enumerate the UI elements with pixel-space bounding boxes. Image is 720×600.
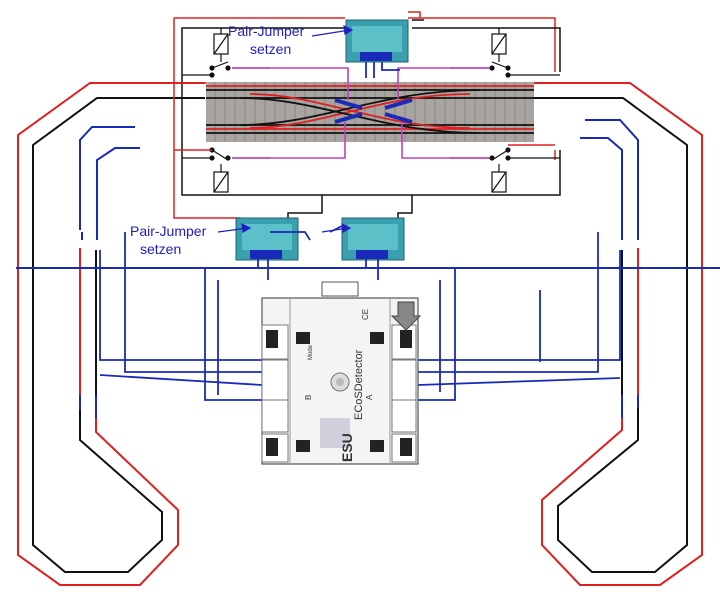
turnout-drive-icon (491, 28, 507, 62)
ecos-detector (261, 281, 422, 465)
down-arrow-icon (390, 301, 422, 331)
turnout-drives (213, 28, 507, 193)
left-loop-black-rail (32, 97, 205, 573)
pcb-blue-wires (99, 62, 621, 401)
top-jumper-arrow (311, 24, 354, 37)
right-loop-red-rail (515, 82, 703, 586)
box-loop-links (174, 82, 560, 151)
left-loop-red-rail (17, 82, 205, 586)
right-loop (515, 82, 703, 586)
left-loop (17, 82, 205, 586)
loop-blue-wires (16, 119, 720, 418)
right-loop-black-rail (515, 97, 688, 573)
device-side-a: A (365, 394, 374, 400)
frog-wires (232, 67, 490, 159)
left-jumper-label-line2: setzen (140, 241, 181, 257)
track-bed (206, 82, 534, 142)
device-name: ECoSDetector (353, 349, 365, 420)
left-jumper-arrow (217, 222, 252, 233)
device-brand: ESU (339, 433, 355, 462)
device-side-b: B (304, 395, 313, 400)
right-pcb-arrow (321, 222, 352, 233)
top-jumper-label-line1: Pair-Jumper (228, 23, 305, 39)
turnout-drive-icon (213, 164, 229, 193)
contact-dots (209, 65, 511, 161)
top-jumper-label-line2: setzen (250, 41, 291, 57)
pcb-module-top (345, 19, 409, 63)
turnout-drive-icon (213, 28, 229, 62)
left-jumper-label-line1: Pair-Jumper (130, 223, 207, 239)
device-ce-mark: CE (361, 309, 370, 320)
pcb-module-lower-left (235, 217, 299, 261)
device-mode-label: Mode (308, 344, 314, 360)
turnout-drive-icon (491, 164, 507, 193)
pcb-module-lower-right (341, 217, 405, 261)
